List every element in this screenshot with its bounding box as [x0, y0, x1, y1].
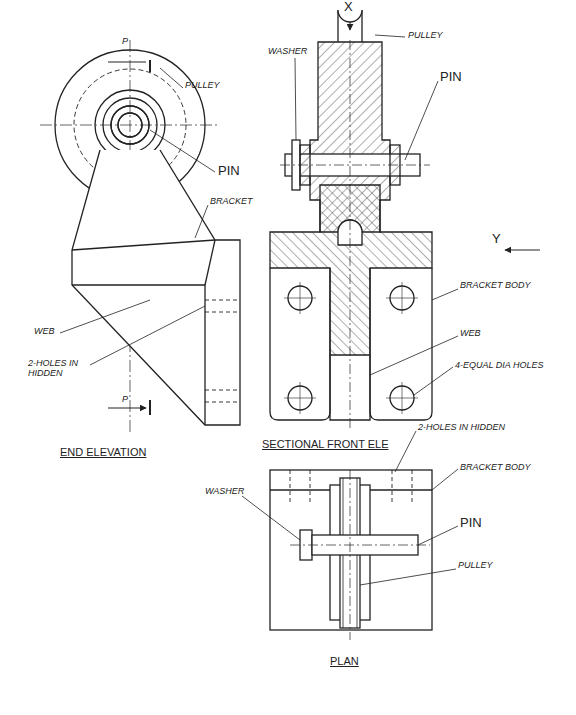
part-label: BRACKET BODY: [460, 280, 531, 290]
end-elevation: [40, 40, 240, 435]
part-label: END ELEVATION: [60, 446, 146, 459]
part-label: SECTIONAL FRONT ELE: [262, 438, 389, 451]
part-label: PULLEY: [185, 80, 220, 90]
part-label: X: [344, 0, 353, 15]
part-label: PULLEY: [408, 30, 443, 40]
part-label: WEB: [34, 326, 55, 336]
part-label: 2-HOLES IN HIDDEN: [28, 358, 90, 379]
part-label: 2-HOLES IN HIDDEN: [418, 422, 505, 432]
part-label: WASHER: [268, 46, 307, 56]
part-label: P: [122, 36, 128, 46]
part-label: P: [122, 394, 128, 404]
part-label: WEB: [460, 328, 481, 338]
part-label: PIN: [440, 70, 462, 85]
part-label: PIN: [218, 164, 240, 179]
part-label: PLAN: [330, 655, 359, 668]
part-label: Y: [492, 232, 501, 247]
part-label: PIN: [460, 516, 482, 531]
part-label: 4-EQUAL DIA HOLES: [455, 360, 544, 370]
part-label: BRACKET: [210, 196, 253, 206]
part-label: WASHER: [205, 486, 244, 496]
part-label: PULLEY: [458, 560, 493, 570]
part-label: BRACKET BODY: [460, 462, 531, 472]
leader-lines: [60, 35, 458, 585]
plan-view: [270, 470, 432, 640]
